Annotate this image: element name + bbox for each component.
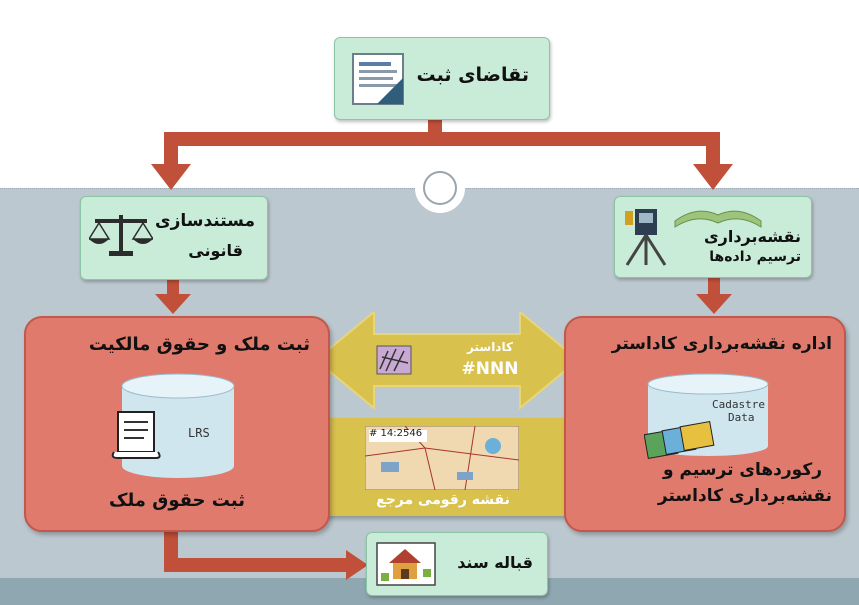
arrow-legal-stem: [167, 278, 179, 298]
arrow-top-bar: [164, 132, 720, 146]
arrow-deed-head: [346, 550, 368, 580]
registry-footer: ثبت حقوق ملک: [109, 490, 245, 511]
arrow-right-stem: [706, 132, 720, 168]
arrow-left-head: [151, 164, 191, 190]
arrow-survey-stem: [708, 278, 720, 298]
document-icon: [352, 53, 404, 105]
lrs-label: LRS: [188, 426, 210, 440]
scroll-icon: [111, 411, 161, 459]
legal-line1: مستندسازی: [155, 211, 255, 231]
arrow-deed-stem-right: [164, 558, 350, 572]
survey-line2: ترسیم داده‌ها: [709, 249, 801, 265]
parcel-id-label: # 14:2546: [369, 428, 423, 439]
title-deed-box: قباله سند: [366, 532, 548, 596]
property-registration-box: ثبت ملک و حقوق مالکیت LRS ثبت حقوق ملک: [24, 316, 330, 532]
surveying-box: نقشه‌برداری ترسیم داده‌ها: [614, 196, 812, 278]
arrow-right-head: [693, 164, 733, 190]
total-station-icon: [625, 209, 667, 266]
arrow-survey-head: [696, 294, 732, 314]
reference-map-icon: [365, 426, 519, 490]
parcel-map-icon: [376, 345, 412, 375]
registration-request-label: تقاضای ثبت: [416, 64, 529, 86]
reference-map-label: نقشه رقومی مرجع: [376, 492, 510, 508]
arrow-legal-head: [155, 294, 191, 314]
cadastre-db-label-1: Cadastre: [712, 398, 765, 411]
open-book-icon: [674, 210, 762, 228]
cadastre-title: اداره نقشه‌برداری کاداستر: [611, 334, 832, 354]
cadastre-footer-line1: رکوردهای ترسیم و: [663, 460, 822, 480]
cadastre-office-box: اداره نقشه‌برداری کاداستر Cadastre Data …: [564, 316, 846, 532]
cadastre-link-label: کاداستر: [467, 340, 513, 354]
scales-icon: [89, 215, 153, 256]
legal-documentation-box: مستندسازی قانونی: [80, 196, 268, 280]
cadastre-link-arrow: [316, 312, 578, 410]
legal-line2: قانونی: [188, 241, 243, 260]
deed-house-icon: [376, 542, 436, 586]
registration-request-box: تقاضای ثبت: [334, 37, 550, 120]
arrow-left-stem: [164, 132, 178, 168]
registry-title: ثبت ملک و حقوق مالکیت: [88, 334, 310, 355]
title-deed-label: قباله سند: [457, 553, 533, 572]
map-sheets-icon: [644, 420, 715, 460]
cadastre-db-label-2: Data: [728, 411, 755, 424]
reference-map-box: # 14:2546 نقشه رقومی مرجع: [301, 418, 585, 516]
survey-line1: نقشه‌برداری: [703, 227, 801, 246]
cadastre-id-label: #NNN: [461, 359, 519, 379]
cadastre-footer-line2: نقشه‌برداری کاداستر: [657, 486, 832, 506]
